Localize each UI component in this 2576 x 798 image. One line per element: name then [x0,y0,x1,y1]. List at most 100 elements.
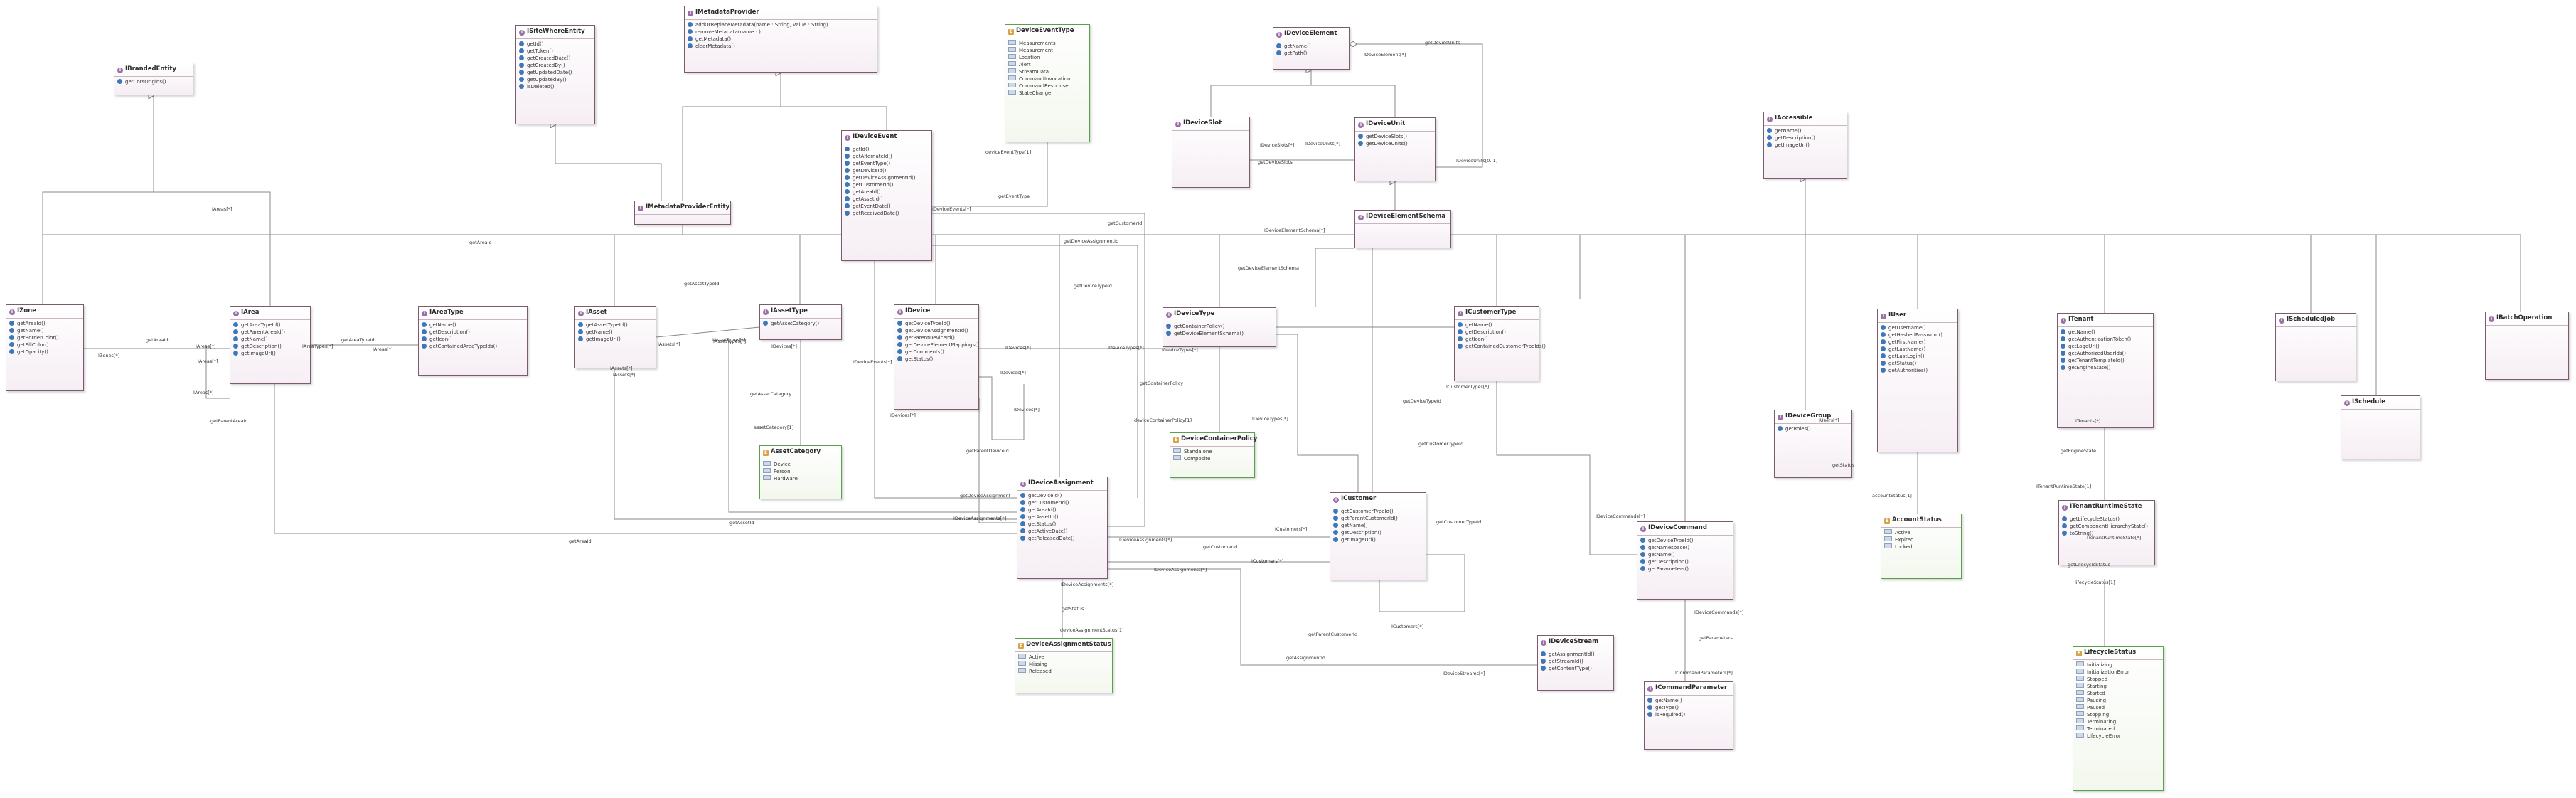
member-text: getCustomerId() [1028,500,1069,506]
method-row: getAssetId() [845,196,929,203]
class-name: IBatchOperation [2496,314,2553,321]
method-icon [845,211,850,216]
literal-icon [2076,718,2084,723]
method-row: getLifecycleStatus() [2062,516,2152,523]
class-name: IDeviceAssignment [1028,479,1094,486]
member-text: getDeviceId() [853,168,887,174]
member-text: Standalone [1184,449,1212,454]
enum-literal: Missing [1018,661,1109,668]
method-row: getDeviceElementSchema() [1166,330,1273,337]
member-list: getDeviceTypeId()getDeviceAssignmentId()… [894,319,979,364]
member-text: getLastName() [1888,346,1926,352]
method-row: getDeviceTypeId() [1640,537,1730,544]
method-icon [845,147,850,151]
member-text: getReceivedDate() [853,211,899,216]
edge-label: deviceEventType[1] [985,149,1032,155]
method-row: getDeviceId() [1020,492,1104,499]
member-text: getAuthorizedUserIds() [2068,351,2127,356]
member-text: getName() [1465,322,1492,328]
method-row: getName() [1333,522,1423,529]
member-text: getCustomerId() [853,182,894,188]
interface-icon: I [117,68,123,73]
class-name: ITenantRuntimeState [2070,503,2142,510]
method-row: getContainerPolicy() [1166,323,1273,330]
method-icon [422,329,427,334]
member-text: getNamespace() [1648,545,1690,550]
member-text: getDescription() [1775,135,1815,141]
member-text: getName() [586,329,613,335]
interface-icon: I [688,11,693,16]
member-text: toString() [2070,531,2094,536]
interface-icon: I [845,135,850,141]
method-row: getDeviceElementMappings() [897,341,979,349]
method-icon [9,342,14,347]
method-icon [1767,142,1772,147]
method-icon [845,203,850,208]
method-icon [897,356,902,361]
class-name: IDevice [905,307,931,314]
member-text: getAreaTypeId() [241,322,281,328]
member-text: getDeviceUnits() [1366,141,1408,147]
interface-icon: I [9,309,15,315]
method-icon [519,63,524,68]
method-row: getMetadata() [688,36,874,43]
method-row: getAuthorizedUserIds() [2061,350,2150,357]
method-row: getIcon() [422,336,524,343]
method-icon [688,22,693,27]
enum-literal: Pausing [2076,697,2160,704]
member-list: getAssetTypeId()getName()getImageUrl() [575,320,656,344]
member-list [1355,224,1450,227]
enum-icon: E [763,450,769,456]
edge-label: ICustomers[*] [1391,624,1424,629]
member-text: getDescription() [1341,530,1381,536]
enum-literal: StateChange [1008,90,1086,97]
member-text: getContainerPolicy() [1174,324,1225,329]
member-text: Missing [1029,661,1048,667]
member-text: Stopped [2087,676,2108,682]
method-icon [578,329,583,334]
method-icon [519,55,524,60]
method-row: getRoles() [1778,425,1849,432]
